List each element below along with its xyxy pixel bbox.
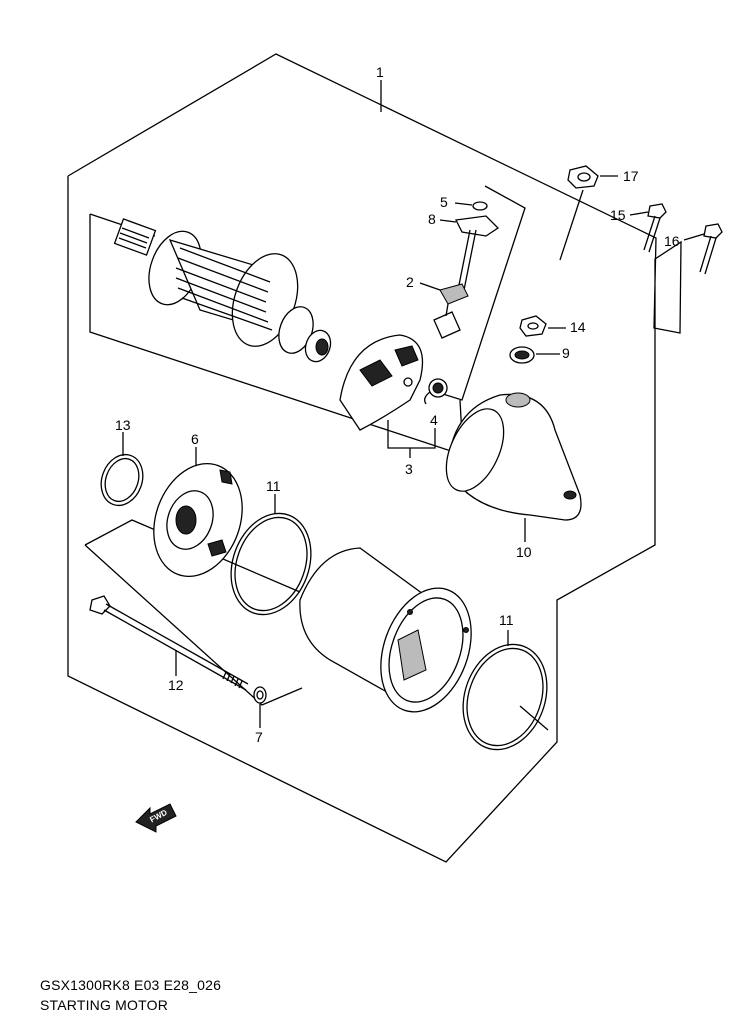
diagram-title: STARTING MOTOR: [40, 997, 169, 1013]
leader-16: [683, 233, 705, 241]
leader-15: [629, 211, 649, 216]
leader-2: [419, 282, 441, 291]
part-9-seal: [509, 346, 535, 364]
part-8-terminal: [455, 215, 500, 291]
callout-8: 8: [428, 211, 436, 227]
part-6-front-cover: [153, 462, 243, 578]
fwd-arrow-icon: FWD: [135, 803, 177, 833]
bolt-subframe: [84, 519, 301, 593]
callout-17: 17: [623, 168, 639, 184]
leader-17-down: [559, 189, 584, 261]
callout-2: 2: [406, 274, 414, 290]
callout-11-left: 11: [266, 478, 281, 494]
part-14-nut: [519, 315, 547, 337]
part-11-o-ring-right: [462, 643, 548, 751]
part-12-through-bolt: [89, 595, 249, 691]
callout-15: 15: [610, 207, 626, 223]
assembly-boundary: [67, 53, 682, 863]
leader-5: [454, 202, 473, 206]
part-10-end-cover: [445, 392, 582, 521]
yoke-housing: [299, 547, 472, 713]
callout-10: 10: [516, 544, 532, 560]
part-17-nut: [567, 165, 599, 189]
callout-4: 4: [430, 412, 438, 428]
armature-part: [113, 218, 332, 363]
callout-7: 7: [255, 729, 263, 745]
part-13-o-ring: [100, 453, 144, 507]
part-5-washer: [472, 201, 488, 211]
callout-14: 14: [570, 319, 586, 335]
callout-16: 16: [664, 233, 680, 249]
callout-13: 13: [115, 417, 131, 433]
part-2-brush: [433, 283, 469, 339]
callout-3: 3: [405, 461, 413, 477]
callout-1: 1: [376, 64, 384, 80]
bolt-subframe-lower: [84, 544, 303, 706]
part-3-brush-holder: [339, 334, 424, 431]
callout-11-right: 11: [499, 612, 514, 628]
callout-5: 5: [440, 194, 448, 210]
callout-9: 9: [562, 345, 570, 361]
callout-12: 12: [168, 677, 184, 693]
part-15-bolt: [643, 203, 667, 253]
part-4-spring: [424, 378, 448, 405]
part-16-bolt: [699, 223, 723, 275]
brush-subframe: [429, 185, 526, 401]
leader-3-4: [387, 420, 436, 449]
part-11-o-ring-left: [230, 512, 312, 616]
callout-6: 6: [191, 431, 199, 447]
diagram-code: GSX1300RK8 E03 E28_026: [40, 977, 222, 993]
leader-11-right-inner: [519, 705, 549, 731]
part-7-washer: [253, 686, 267, 704]
leader-8: [439, 219, 457, 223]
